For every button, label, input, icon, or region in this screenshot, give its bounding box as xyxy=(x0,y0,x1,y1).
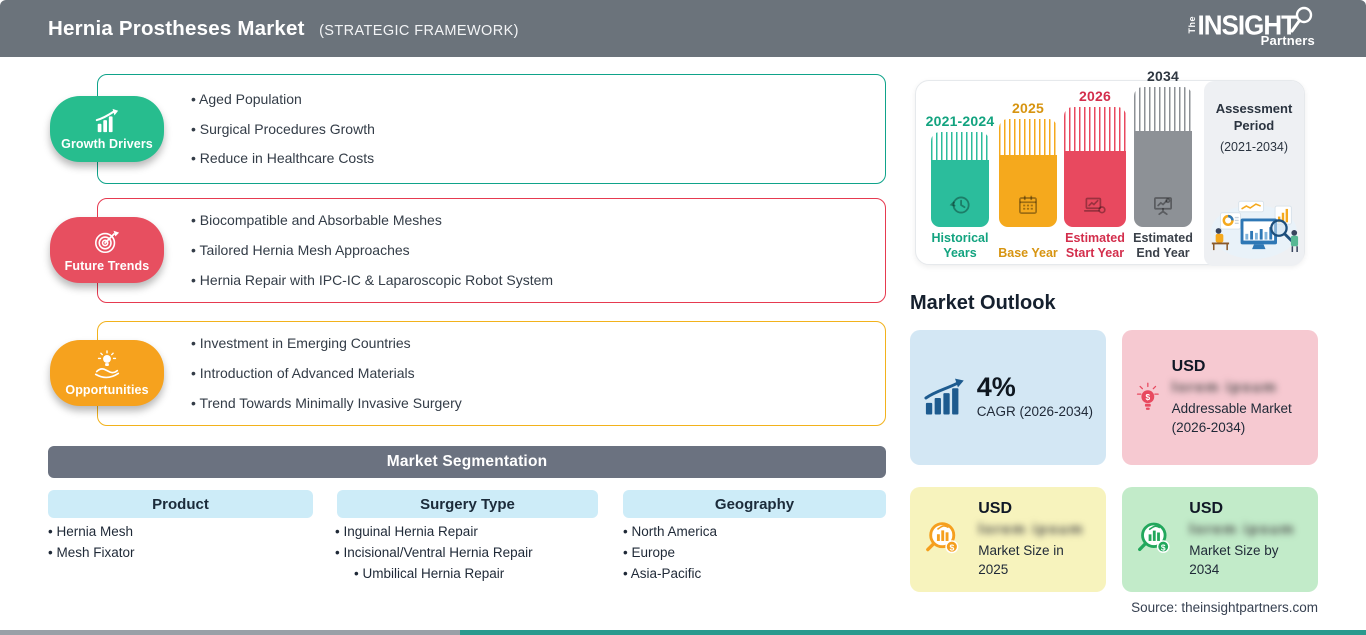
list-item: Trend Towards Minimally Invasive Surgery xyxy=(191,395,885,412)
assessment-period-range: (2021-2034) xyxy=(1219,139,1289,154)
list-item: Asia-Pacific xyxy=(623,567,717,581)
future-trends-box: Biocompatible and Absorbable Meshes Tail… xyxy=(97,198,886,303)
list-item: Inguinal Hernia Repair xyxy=(335,524,533,539)
list-item: Umbilical Hernia Repair xyxy=(354,567,533,581)
future-trends-label: Future Trends xyxy=(64,258,150,273)
addressable-market-card: $ USD lorem ipsum Addressable Market (20… xyxy=(1122,330,1318,465)
card-caption: Market Size in 2025 xyxy=(978,542,1064,577)
list-item: Surgical Procedures Growth xyxy=(191,121,885,138)
bar-year-label: 2021-2024 xyxy=(925,113,995,129)
list-item: Europe xyxy=(623,545,717,560)
timeline-bar-estimated-end: 2034 xyxy=(1123,68,1203,227)
magnifier-chart-icon: $ xyxy=(1138,522,1170,553)
growth-drivers-label: Growth Drivers xyxy=(61,136,153,151)
history-clock-icon xyxy=(949,196,970,214)
bar-year-label: 2026 xyxy=(1079,88,1111,104)
page-title-group: Hernia Prostheses Market (STRATEGIC FRAM… xyxy=(48,17,519,41)
page-title: Hernia Prostheses Market xyxy=(48,16,305,40)
svg-text:$: $ xyxy=(1161,542,1166,552)
svg-text:$: $ xyxy=(949,542,954,552)
logo-insight: INSIGHT xyxy=(1197,8,1297,41)
growth-drivers-box: Aged Population Surgical Procedures Grow… xyxy=(97,74,886,184)
geography-list: North America Europe Asia-Pacific xyxy=(623,524,717,582)
logo-the: The xyxy=(1186,15,1197,34)
cagr-card: 4% CAGR (2026-2034) xyxy=(910,330,1106,465)
bar-stripe-pattern xyxy=(999,119,1057,155)
magnifier-chart-icon: $ xyxy=(926,521,959,553)
hand-bulb-icon xyxy=(94,349,120,378)
redacted-value: lorem ipsum xyxy=(1171,378,1278,396)
svg-text:$: $ xyxy=(1146,391,1151,401)
bar-chart-growth-icon xyxy=(95,108,119,132)
redacted-value: lorem ipsum xyxy=(1189,520,1295,538)
list-item: Hernia Mesh xyxy=(48,524,135,539)
target-dart-icon xyxy=(95,230,120,253)
segment-header-surgery-type: Surgery Type xyxy=(337,490,598,518)
redacted-value: lorem ipsum xyxy=(978,520,1084,538)
forecast-timeline-card: 2021-2024 2025 xyxy=(915,68,1305,266)
bar-caption: Estimated End Year xyxy=(1133,231,1193,260)
currency-label: USD xyxy=(1171,357,1206,375)
list-item: Introduction of Advanced Materials xyxy=(191,365,885,382)
cagr-value: 4% xyxy=(976,372,1016,403)
calendar-icon xyxy=(1019,195,1037,214)
opportunities-pill: Opportunities xyxy=(50,340,164,406)
source-attribution: Source: theinsightpartners.com xyxy=(1131,600,1318,615)
product-list: Hernia Mesh Mesh Fixator xyxy=(48,524,135,560)
cagr-caption: CAGR (2026-2034) xyxy=(976,403,1093,419)
segment-header-geography: Geography xyxy=(623,490,886,518)
list-item: Biocompatible and Absorbable Meshes xyxy=(191,212,885,229)
insight-partners-logo: The INSIGHT Partners xyxy=(1186,6,1315,48)
list-item: Mesh Fixator xyxy=(48,545,134,560)
list-item: Aged Population xyxy=(191,91,885,108)
bar-year-label: 2025 xyxy=(1012,100,1044,116)
market-size-2025-card: $ USD lorem ipsum Market Size in 2025 xyxy=(910,487,1106,592)
page-subtitle: (STRATEGIC FRAMEWORK) xyxy=(319,22,519,39)
list-item: Investment in Emerging Countries xyxy=(191,335,885,352)
bar-caption: Estimated Start Year xyxy=(1065,231,1125,260)
currency-label: USD xyxy=(978,499,1013,517)
market-size-2034-card: $ USD lorem ipsum Market Size by 2034 xyxy=(1122,487,1318,592)
bar-caption: Base Year xyxy=(998,245,1058,260)
opportunities-box: Investment in Emerging Countries Introdu… xyxy=(97,321,886,426)
bar-stripe-pattern xyxy=(1064,107,1126,151)
bar-stripe-pattern xyxy=(931,132,989,160)
cagr-chart-icon xyxy=(924,378,964,414)
list-item: Incisional/Ventral Hernia Repair xyxy=(335,545,532,560)
list-item: North America xyxy=(623,524,717,539)
bulb-dollar-icon: $ xyxy=(1136,382,1159,410)
card-caption: Addressable Market (2026-2034) xyxy=(1171,400,1292,435)
market-segmentation-header: Market Segmentation xyxy=(48,446,886,478)
bar-caption: Historical Years xyxy=(931,231,989,260)
list-item: Hernia Repair with IPC-IC & Laparoscopic… xyxy=(191,272,885,289)
bar-year-label: 2034 xyxy=(1147,68,1179,84)
future-trends-pill: Future Trends xyxy=(50,217,164,283)
assessment-period-title: Assessment Period xyxy=(1215,101,1293,133)
timeline-bar-base: 2025 xyxy=(988,100,1068,227)
bar-stripe-pattern xyxy=(1134,87,1192,131)
opportunities-label: Opportunities xyxy=(65,382,149,397)
monitor-gear-icon xyxy=(1083,197,1106,214)
assessment-period-panel: Assessment Period (2021-2034) xyxy=(1204,81,1304,266)
bottom-strip-teal xyxy=(460,630,1366,635)
surgery-type-list: Inguinal Hernia Repair Incisional/Ventra… xyxy=(335,524,533,582)
logo-partners: Partners xyxy=(1260,32,1315,48)
card-caption: Market Size by 2034 xyxy=(1189,542,1279,577)
header-bar: Hernia Prostheses Market (STRATEGIC FRAM… xyxy=(0,0,1366,57)
projection-screen-icon xyxy=(1154,197,1172,216)
segment-header-product: Product xyxy=(48,490,313,518)
market-outlook-title: Market Outlook xyxy=(910,292,1056,314)
analytics-illustration xyxy=(1210,200,1299,259)
list-item: Reduce in Healthcare Costs xyxy=(191,150,885,167)
list-item: Tailored Hernia Mesh Approaches xyxy=(191,242,885,259)
magnifier-icon xyxy=(1290,6,1313,32)
timeline-bar-estimated-start: 2026 xyxy=(1055,88,1135,227)
currency-label: USD xyxy=(1189,499,1224,517)
bottom-strip-gray xyxy=(0,630,460,635)
timeline-bar-historical: 2021-2024 xyxy=(920,113,1000,227)
growth-drivers-pill: Growth Drivers xyxy=(50,96,164,162)
